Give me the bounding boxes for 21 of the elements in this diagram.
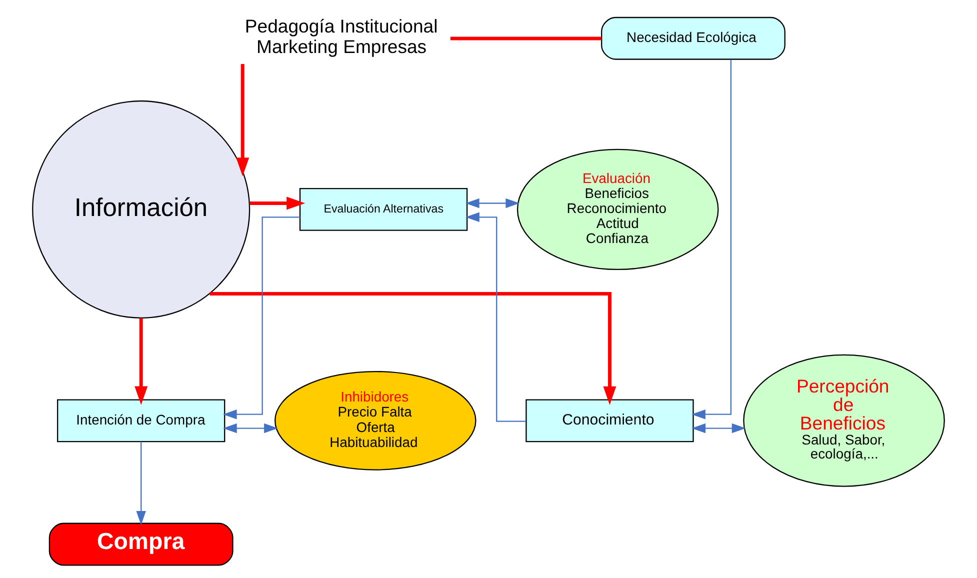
arrow [222, 216, 300, 420]
connector [450, 36, 602, 40]
node-box: Compra [48, 522, 234, 566]
arrow [134, 318, 148, 405]
node-box: Conocimiento [526, 399, 694, 442]
node-ellipse: Inhibidores Precio Falta Oferta Habituabilidad [274, 370, 476, 470]
arrow [465, 212, 526, 422]
arrow [210, 292, 616, 405]
node-box: Evaluación Alternativas [299, 188, 468, 231]
arrow [250, 196, 306, 210]
node-ellipse: Percepción de Beneficios Salud, Sabor, ecología,... [743, 354, 945, 487]
arrow [465, 198, 520, 208]
node-ellipse: Evaluación Beneficios Reconocimiento Actitud Confianza [516, 148, 719, 270]
arrow [236, 64, 250, 176]
arrow [691, 60, 732, 420]
arrow [222, 423, 278, 434]
node-box: Intención de Compra [57, 399, 226, 442]
arrow [692, 423, 746, 434]
node-text: Pedagogía Institucional Marketing Empresas [244, 15, 438, 58]
arrow [136, 442, 146, 525]
node-box: Necesidad Ecológica [601, 16, 786, 60]
